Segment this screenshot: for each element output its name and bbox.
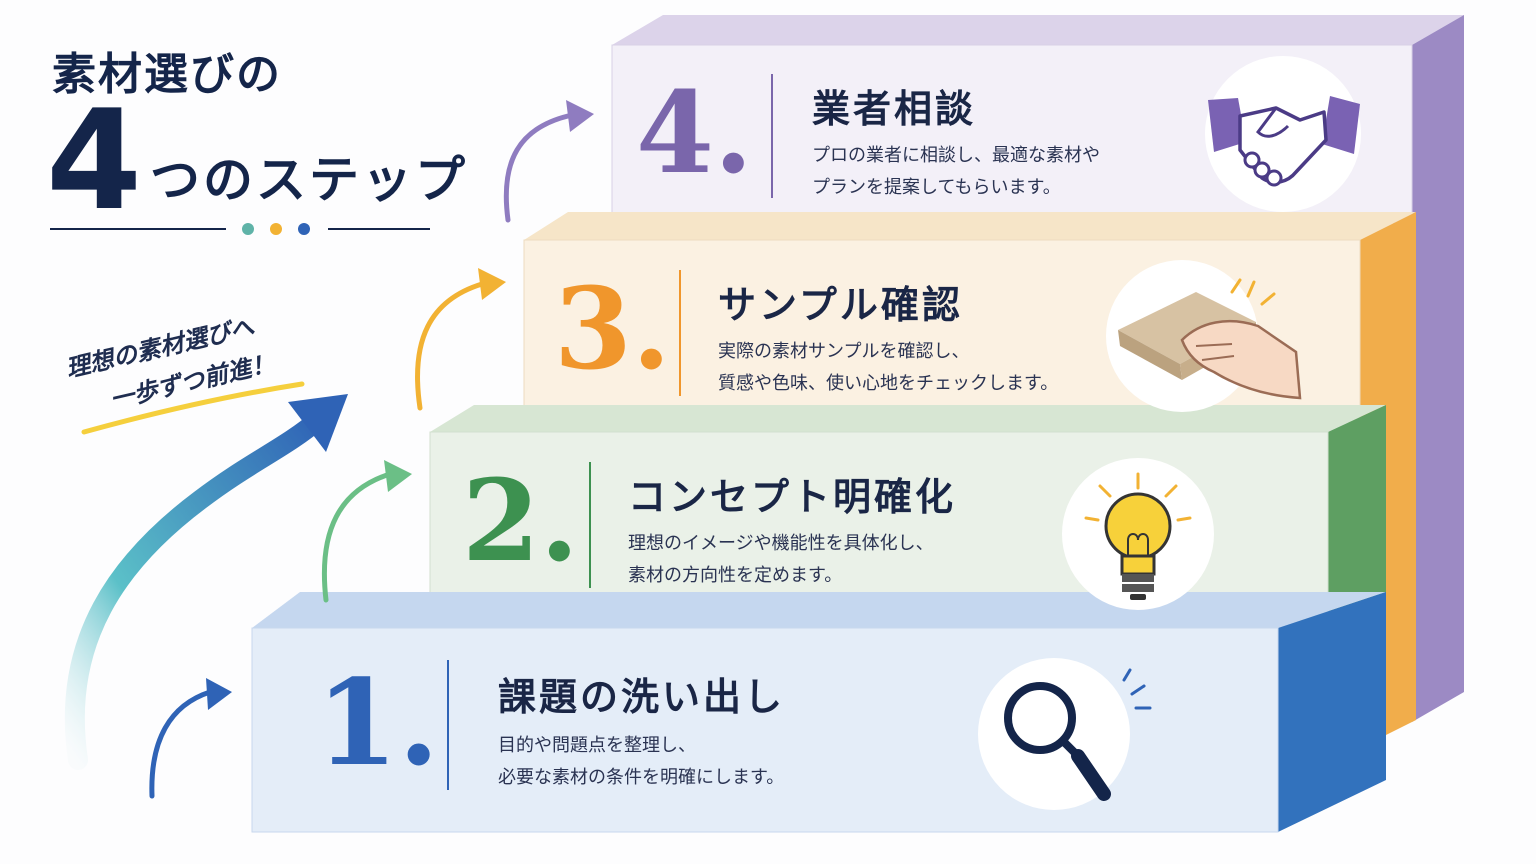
handshake-icon <box>1205 56 1361 212</box>
step-4-desc-line-2: プランを提案してもらいます。 <box>812 177 1061 198</box>
step-1-heading: 課題の洗い出し <box>498 675 786 719</box>
lightbulb-icon <box>1062 458 1214 610</box>
step-2-description: 理想のイメージや機能性を具体化し、 素材の方向性を定めます。 <box>628 528 934 592</box>
title-number: 4 <box>46 80 143 241</box>
step-3-number: 3. <box>554 264 671 395</box>
title-divider <box>50 223 430 235</box>
step-2-number: 2. <box>462 456 579 587</box>
big-progress-arrow-icon <box>64 394 348 770</box>
step-3-description: 実際の素材サンプルを確認し、 質感や色味、使い心地をチェックします。 <box>718 336 1058 400</box>
title-line-1: 素材選びの <box>52 49 282 100</box>
step-4-desc-line-1: プロの業者に相談し、最適な素材や <box>812 145 1100 166</box>
tagline-underline <box>81 381 305 435</box>
step-3-desc-line-1: 実際の素材サンプルを確認し、 <box>718 341 970 362</box>
step-1-desc-line-1: 目的や問題点を整理し、 <box>498 735 696 756</box>
step-1-description: 目的や問題点を整理し、 必要な素材の条件を明確にします。 <box>498 730 784 794</box>
arrow-to-step-2-icon <box>321 460 412 603</box>
step-4-number: 4. <box>636 68 753 199</box>
step-2-heading: コンセプト明確化 <box>628 475 957 519</box>
step-1-desc-line-2: 必要な素材の条件を明確にします。 <box>498 767 785 788</box>
step-1-number: 1. <box>316 653 440 792</box>
arrow-to-step-3-icon <box>415 268 506 411</box>
step-3-heading: サンプル確認 <box>718 283 963 327</box>
hand-touching-sample-icon <box>1106 260 1302 412</box>
step-2-desc-line-1: 理想のイメージや機能性を具体化し、 <box>628 533 934 554</box>
title-line-2: つのステップ <box>150 151 468 209</box>
step-4-heading: 業者相談 <box>812 87 977 131</box>
step-3-desc-line-2: 質感や色味、使い心地をチェックします。 <box>718 373 1059 394</box>
arrow-to-step-4-icon <box>503 100 594 223</box>
step-4-description: プロの業者に相談し、最適な素材や プランを提案してもらいます。 <box>812 140 1100 204</box>
magnifier-icon <box>978 658 1152 810</box>
arrow-to-step-1-icon <box>149 678 232 799</box>
step-2-desc-line-2: 素材の方向性を定めます。 <box>628 565 843 586</box>
